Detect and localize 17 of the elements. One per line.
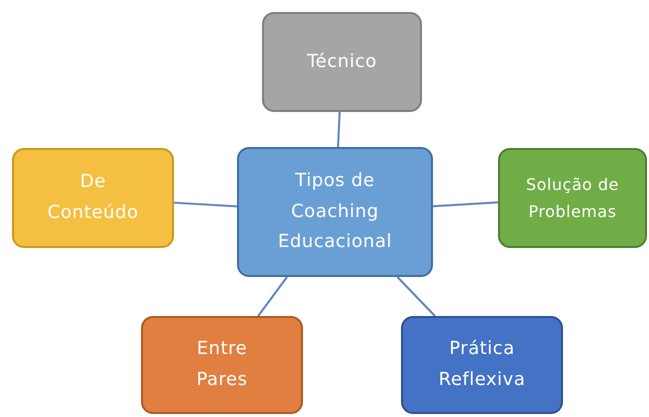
connector-line (396, 276, 436, 317)
node-label: De Conteúdo (46, 170, 140, 225)
connector-line (257, 276, 288, 317)
topic-box (141, 316, 303, 414)
topic-box (262, 12, 422, 112)
connector-line (174, 202, 238, 208)
node-label: Técnico (307, 50, 377, 74)
node-label: Entre Pares (195, 337, 249, 392)
central-topic-box (237, 147, 433, 277)
connector-line (432, 201, 498, 208)
node-label: Solução de Problemas (524, 174, 620, 223)
node-label: Prática Reflexiva (438, 337, 526, 392)
topic-box (401, 316, 563, 414)
topic-box (498, 148, 647, 248)
connector-line (337, 112, 341, 148)
topic-box (12, 148, 174, 248)
node-label: Tipos de Coaching Educacional (277, 169, 393, 254)
